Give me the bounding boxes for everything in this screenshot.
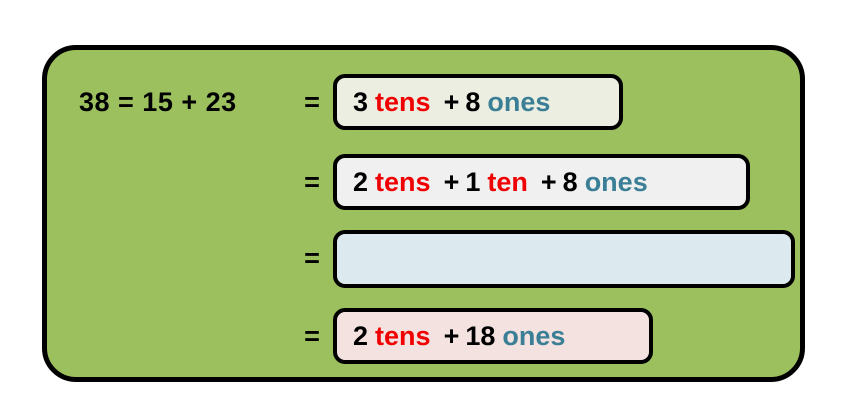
equals-sign-3: = (304, 242, 320, 273)
equation-row-1: 38 = 15 + 23 = 3 tens + 8 ones (47, 74, 800, 130)
equation-row-2: = 2 tens + 1 ten + 8 ones (47, 154, 800, 210)
equation-row-4: = 2 tens + 18 ones (47, 308, 800, 364)
token-plus: + (443, 86, 460, 117)
token-plus: + (443, 320, 460, 351)
answer-box-4[interactable]: 2 tens + 18 ones (333, 308, 653, 364)
equals-sign-1: = (304, 86, 320, 117)
equals-sign-4: = (304, 320, 320, 351)
token-18: 18 (465, 320, 496, 351)
token-1: 1 (465, 166, 481, 197)
token-plus: + (443, 166, 460, 197)
token-ones: ones (487, 86, 551, 117)
token-tens: tens (375, 320, 431, 351)
token-2: 2 (353, 166, 369, 197)
token-8: 8 (562, 166, 578, 197)
green-panel: 38 = 15 + 23 = 3 tens + 8 ones = 2 tens … (42, 45, 805, 382)
lead-expression: 38 = 15 + 23 (79, 86, 237, 117)
token-ones: ones (584, 166, 648, 197)
answer-box-2[interactable]: 2 tens + 1 ten + 8 ones (333, 154, 750, 210)
token-ten: ten (487, 166, 528, 197)
token-tens: tens (375, 86, 431, 117)
token-2: 2 (353, 320, 369, 351)
token-3: 3 (353, 86, 369, 117)
token-plus-2: + (540, 166, 557, 197)
token-tens: tens (375, 166, 431, 197)
equals-sign-2: = (304, 166, 320, 197)
answer-box-3-blank[interactable] (333, 230, 795, 288)
token-8: 8 (465, 86, 481, 117)
equation-row-3: = (47, 230, 800, 288)
answer-box-1[interactable]: 3 tens + 8 ones (333, 74, 623, 130)
token-ones: ones (502, 320, 566, 351)
